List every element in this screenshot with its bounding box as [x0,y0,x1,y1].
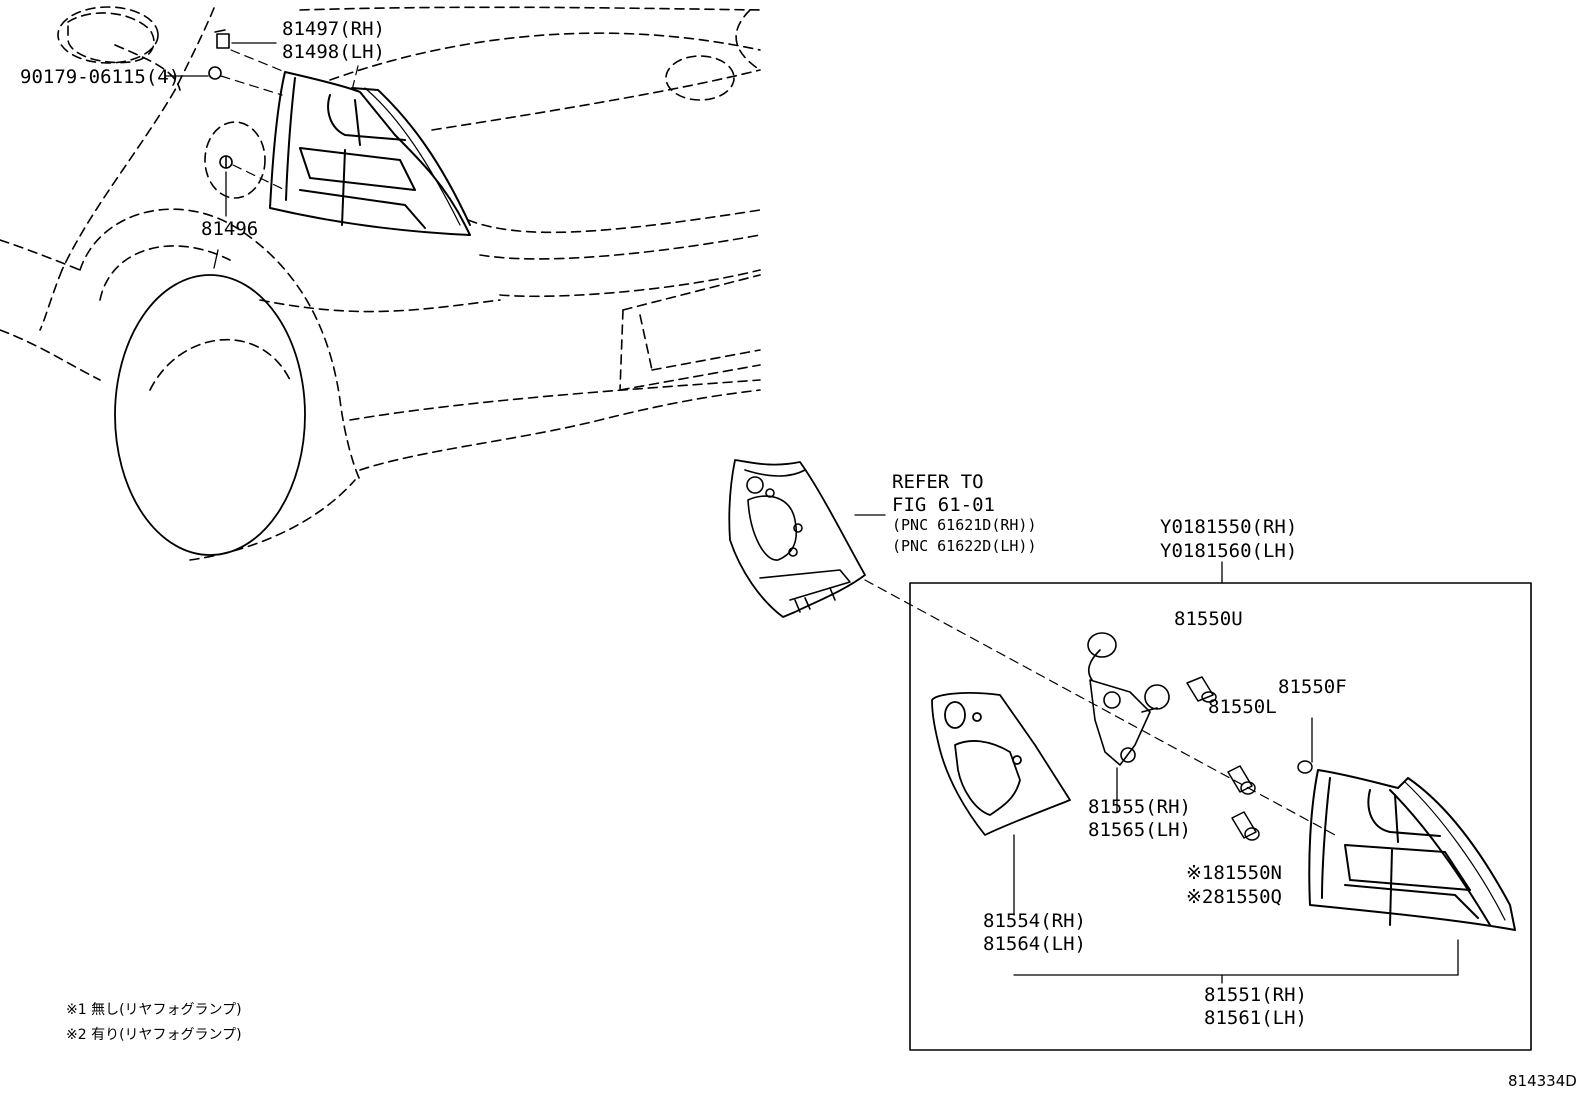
pnc-rh-label: (PNC 61621D(RH)) [892,516,1037,534]
gasket-81554 [931,692,1071,836]
part-label-y0181560[interactable]: Y0181560(LH) [1160,540,1298,562]
upper-fasteners [208,29,233,169]
refer-fig-link[interactable]: FIG 61-01 [892,494,995,516]
upper-leader-dashes [220,49,359,191]
part-label-81565[interactable]: 81565(LH) [1088,819,1191,841]
assembly-box [909,582,1532,1051]
part-label-81551[interactable]: 81551(RH) [1204,984,1307,1006]
box-leaders [1013,717,1459,984]
part-label-y0181550[interactable]: Y0181550(RH) [1160,516,1298,538]
footnote-1: ※1 無し(リヤフォグランプ) [66,1002,242,1018]
part-label-81550q[interactable]: ※281550Q [1186,886,1282,908]
refer-panel [728,459,866,618]
part-label-81496[interactable]: 81496 [201,218,259,240]
socket-81555 [1087,632,1170,766]
part-label-81550l[interactable]: 81550L [1208,696,1277,718]
part-label-81550u[interactable]: 81550U [1174,608,1243,630]
part-label-81550f[interactable]: 81550F [1278,676,1347,698]
part-label-81498[interactable]: 81498(LH) [282,41,385,63]
car-body-outline [0,6,761,481]
footnote-2: ※2 有り(リヤフォグランプ) [66,1027,242,1043]
bulb-81550u [1186,676,1217,703]
pnc-lh-label: (PNC 61622D(LH)) [892,537,1037,555]
refer-to-label: REFER TO [892,471,984,493]
part-label-81550n[interactable]: ※181550N [1186,862,1282,884]
part-label-81497[interactable]: 81497(RH) [282,18,385,40]
part-label-81555[interactable]: 81555(RH) [1088,796,1191,818]
part-label-81564[interactable]: 81564(LH) [983,933,1086,955]
part-label-81561[interactable]: 81561(LH) [1204,1007,1307,1029]
upper-leader-lines [164,42,277,269]
lens-81551 [1308,769,1516,931]
installed-tail-lamp [269,71,471,236]
part-label-90179[interactable]: 90179-06115(4) [20,66,181,88]
rear-tire [114,274,356,561]
bulb-81550n [1231,811,1260,841]
bulb-81550f [1297,760,1313,774]
illustration-code: 814334D [1508,1072,1577,1090]
part-label-81554[interactable]: 81554(RH) [983,910,1086,932]
bulb-81550l [1227,765,1256,795]
